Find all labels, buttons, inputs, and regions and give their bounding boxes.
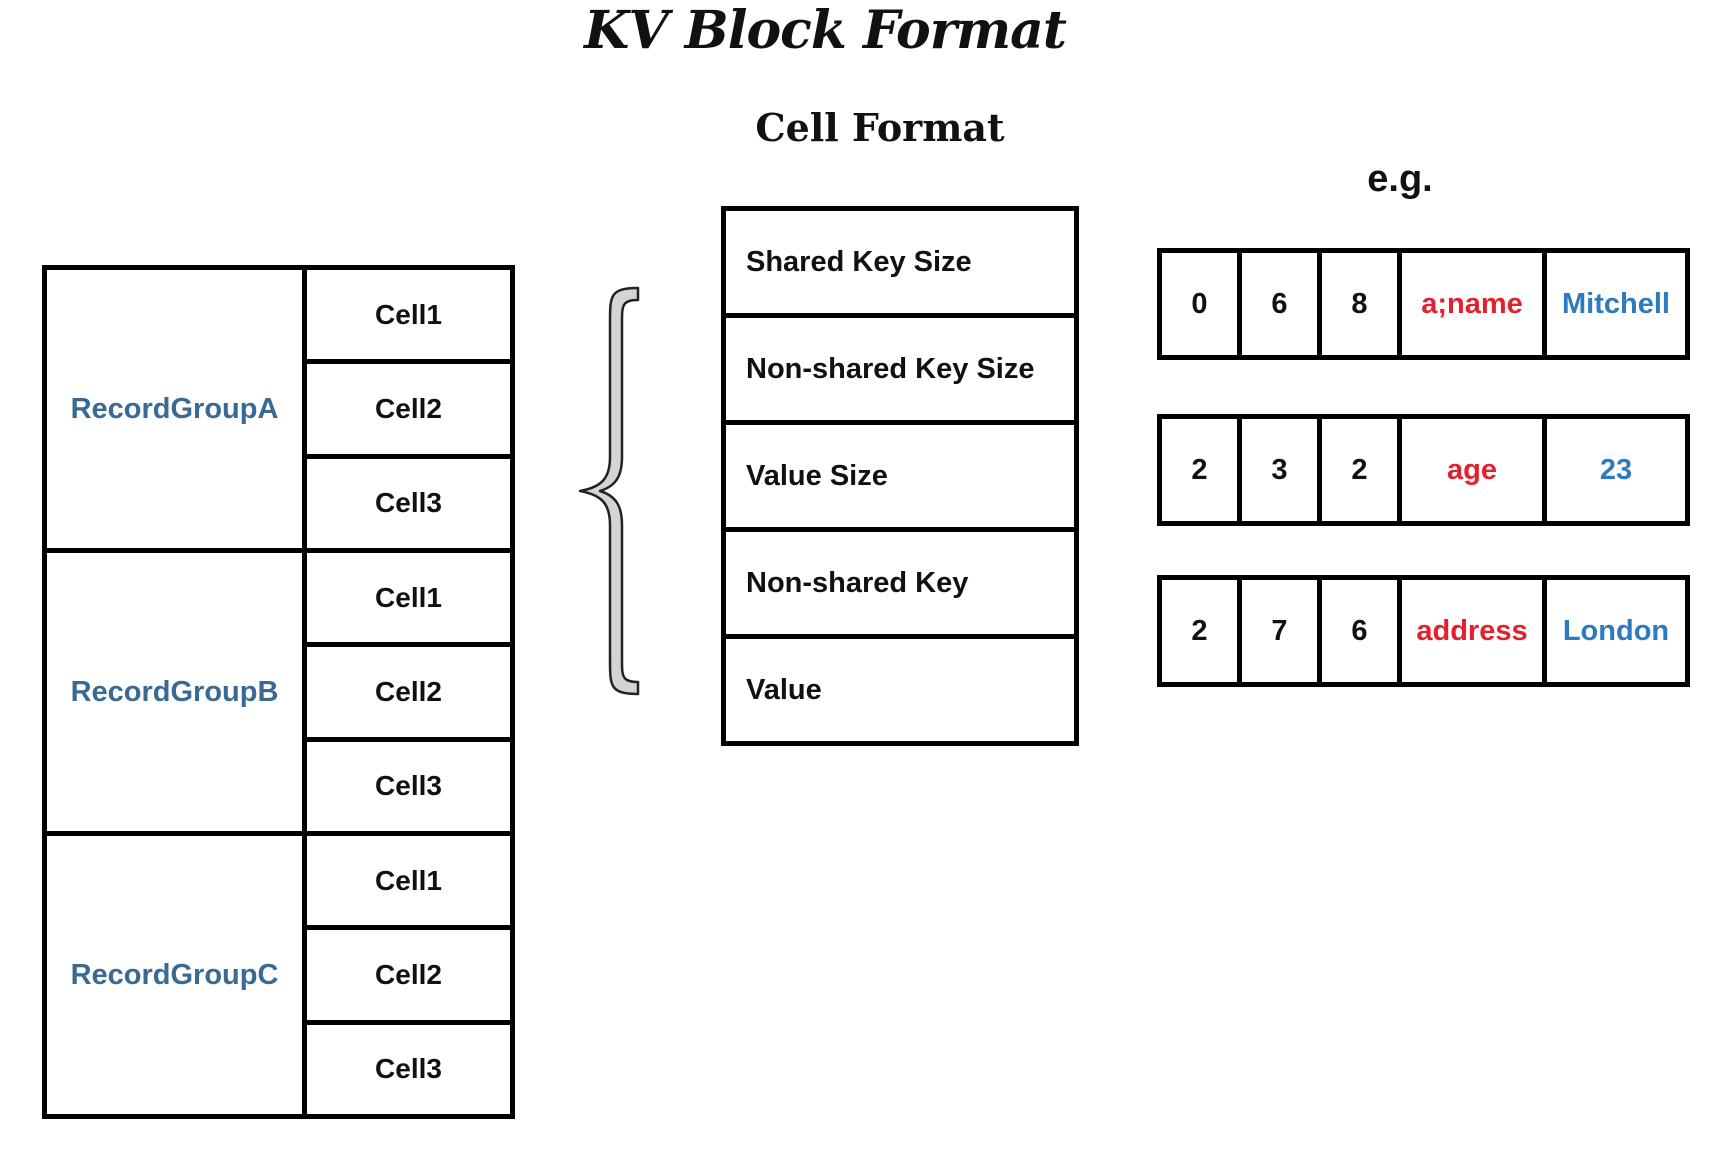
example-value: 23 <box>1542 414 1690 526</box>
diagram-title: KV Block Format <box>584 0 1067 61</box>
example-nonshared: 6 <box>1237 248 1322 360</box>
cell-format-title: Cell Format <box>755 105 1005 150</box>
record-cell: Cell1 <box>302 831 515 931</box>
record-cell: Cell1 <box>302 548 515 648</box>
example-value_size: 8 <box>1317 248 1402 360</box>
example-nonshared: 7 <box>1237 575 1322 687</box>
example-key: a;name <box>1397 248 1547 360</box>
example-nonshared: 3 <box>1237 414 1322 526</box>
brace-shape <box>578 286 640 696</box>
example-shared: 0 <box>1157 248 1242 360</box>
record-cell: Cell2 <box>302 642 515 742</box>
cell-format-field: Value Size <box>721 420 1079 532</box>
record-group-b: RecordGroupB <box>42 548 307 836</box>
cell-format-field: Non-shared Key <box>721 527 1079 639</box>
cell-format-field: Non-shared Key Size <box>721 313 1079 425</box>
example-shared: 2 <box>1157 575 1242 687</box>
record-cell: Cell3 <box>302 736 515 836</box>
record-cell: Cell2 <box>302 925 515 1025</box>
example-key: age <box>1397 414 1547 526</box>
cell-format-field: Shared Key Size <box>721 206 1079 318</box>
example-value_size: 6 <box>1317 575 1402 687</box>
curly-brace-icon <box>578 286 640 696</box>
example-value_size: 2 <box>1317 414 1402 526</box>
record-group-a: RecordGroupA <box>42 265 307 553</box>
example-value: Mitchell <box>1542 248 1690 360</box>
example-label: e.g. <box>1367 158 1433 200</box>
cell-format-field: Value <box>721 634 1079 746</box>
record-cell: Cell1 <box>302 265 515 365</box>
example-shared: 2 <box>1157 414 1242 526</box>
record-cell: Cell3 <box>302 453 515 553</box>
record-cell: Cell2 <box>302 359 515 459</box>
record-cell: Cell3 <box>302 1019 515 1119</box>
record-group-c: RecordGroupC <box>42 831 307 1119</box>
example-value: London <box>1542 575 1690 687</box>
example-key: address <box>1397 575 1547 687</box>
